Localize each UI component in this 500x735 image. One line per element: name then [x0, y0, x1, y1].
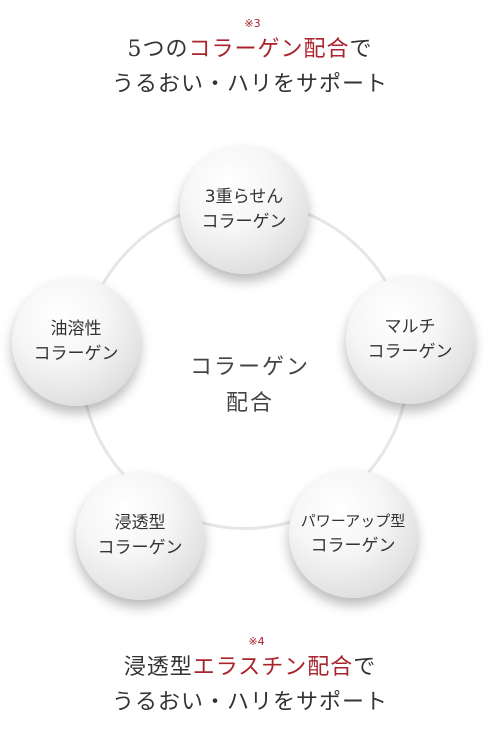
bottom-heading-line2: うるおい・ハリをサポート	[111, 690, 388, 715]
bubble-power-up-collagen: パワーアップ型 コラーゲン	[289, 470, 417, 598]
bubble-label-line2: コラーゲン	[310, 536, 396, 556]
top-heading: 5つのコラーゲン ※3 配合で うるおい・ハリをサポート	[0, 18, 500, 102]
top-heading-suffix: で	[349, 37, 373, 62]
bubble-penetrating-collagen: 浸透型 コラーゲン	[76, 472, 204, 600]
bubble-label-line1: 油溶性	[50, 319, 102, 339]
bottom-heading-mid: 配合	[307, 655, 354, 680]
bubble-oil-soluble-collagen: 油溶性 コラーゲン	[12, 278, 140, 406]
bottom-heading-note: ※4	[248, 635, 265, 648]
center-label: コラーゲン 配合	[150, 350, 350, 422]
bubble-triple-helix-collagen: 3重らせん コラーゲン	[180, 146, 308, 274]
bubble-label-line1: 浸透型	[114, 513, 166, 533]
top-heading-highlight-wrap: コラーゲン ※3	[188, 18, 304, 67]
top-heading-note: ※3	[244, 17, 261, 30]
center-label-line2: 配合	[225, 391, 274, 416]
bottom-heading-suffix: で	[353, 655, 377, 680]
bottom-heading-highlight: エラスチン	[192, 655, 308, 680]
top-heading-line2: うるおい・ハリをサポート	[111, 72, 388, 97]
center-label-line1: コラーゲン	[189, 355, 310, 380]
bubble-label-line2: コラーゲン	[201, 212, 287, 232]
bottom-heading-prefix: 浸透型	[123, 655, 193, 680]
bubble-label-line1: マルチ	[384, 317, 436, 337]
top-heading-line1: 5つのコラーゲン ※3 配合で	[0, 18, 500, 67]
bottom-heading: 浸透型エラスチン ※4 配合で うるおい・ハリをサポート	[0, 636, 500, 720]
bubble-label-line2: コラーゲン	[33, 344, 119, 364]
top-heading-highlight: コラーゲン	[188, 37, 304, 62]
bottom-heading-line1: 浸透型エラスチン ※4 配合で	[0, 636, 500, 685]
bubble-label-line1: パワーアップ型	[300, 512, 406, 530]
bottom-heading-highlight-wrap: エラスチン ※4	[192, 636, 308, 685]
bubble-label-line2: コラーゲン	[367, 342, 453, 362]
bubble-label-line2: コラーゲン	[97, 538, 183, 558]
top-heading-prefix: 5つの	[127, 37, 189, 62]
bubble-label-line1: 3重らせん	[204, 187, 284, 207]
bubble-multi-collagen: マルチ コラーゲン	[346, 276, 474, 404]
top-heading-mid: 配合	[303, 37, 350, 62]
